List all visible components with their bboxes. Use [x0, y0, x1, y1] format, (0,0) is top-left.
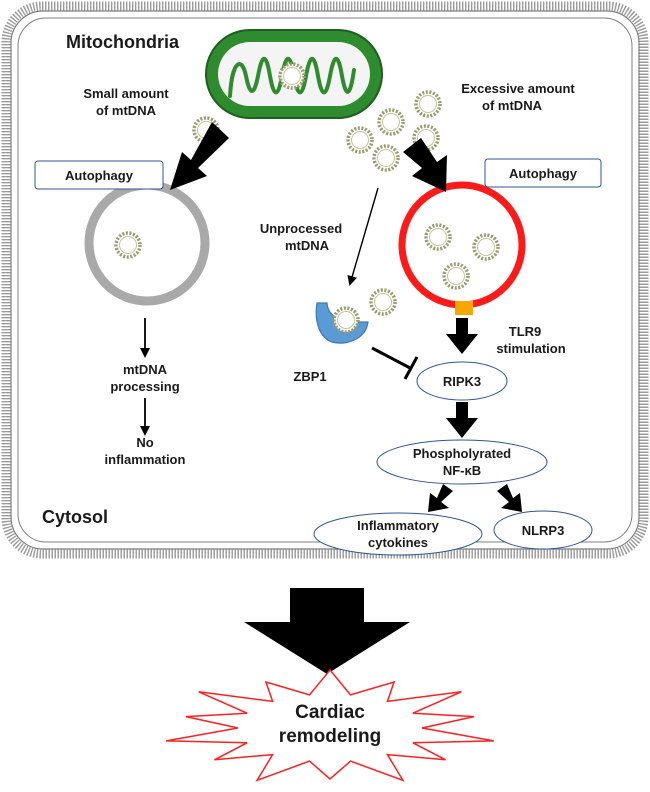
- ripk3-node: [416, 361, 508, 401]
- thick-arrow-to-left-autophagy: [170, 122, 229, 190]
- thick-arrow-to-right-autophagy: [403, 138, 447, 192]
- mtdna-particle: [332, 306, 360, 334]
- autophagy-left-label: Autophagy: [65, 168, 134, 183]
- mtdna-particle: [424, 223, 452, 251]
- mtdna-particle: [442, 262, 470, 290]
- cytosol-label: Cytosol: [42, 507, 108, 527]
- autophagy-right-label: Autophagy: [509, 166, 578, 181]
- autophagy-box-left: [34, 160, 164, 190]
- arrows: [140, 122, 522, 674]
- mtdna-particle: [414, 90, 442, 118]
- cytokines-label-line1: Inflammatory: [357, 518, 439, 533]
- cardiac-remodeling-starburst: [166, 668, 494, 782]
- thick-arrow-to-nlrp3: [497, 484, 522, 512]
- zbp1-label: ZBP1: [293, 369, 326, 384]
- tlr9-receptor: [455, 301, 473, 315]
- cytokines-node: [313, 512, 483, 556]
- cardiac-remodeling-label-line2: remodeling: [279, 726, 381, 747]
- autophagy-box-right: [484, 158, 602, 188]
- mtdna-particle: [369, 288, 397, 316]
- nlrp3-label: NLRP3: [522, 523, 565, 538]
- unprocessed-label-line1: Unprocessed: [260, 221, 342, 236]
- inhibition-bar: [403, 356, 419, 380]
- inhibition-line-zbp1-ripk3: [371, 346, 413, 371]
- thick-arrow-to-ripk3: [446, 318, 478, 354]
- thick-arrow-to-nfkb: [446, 402, 478, 438]
- mtdna-particle: [278, 62, 306, 90]
- nfkb-label-line2: NF-κB: [443, 463, 481, 478]
- no-inflammation-label-line1: No: [136, 435, 153, 450]
- thick-arrow-to-cytokines: [428, 484, 453, 512]
- no-inflammation-label-line2: inflammation: [105, 452, 186, 467]
- mtdna-particle: [472, 233, 500, 261]
- mtdna-processing-label-line1: mtDNA: [123, 362, 168, 377]
- autophagosome-left: [84, 180, 210, 306]
- mtdna-particle: [346, 126, 374, 154]
- tlr9-label-line2: stimulation: [496, 341, 565, 356]
- nfkb-node: [376, 439, 548, 485]
- small-amount-label-line2: of mtDNA: [96, 103, 157, 118]
- cytokines-label-line2: cytokines: [368, 535, 428, 550]
- mtdna-processing-label-line2: processing: [110, 379, 179, 394]
- unprocessed-label-line2: mtDNA: [285, 238, 330, 253]
- nlrp3-node: [493, 510, 593, 550]
- arrow-unprocessed-to-zbp1: [347, 187, 379, 286]
- cardiac-remodeling-label-line1: Cardiac: [295, 702, 365, 723]
- excessive-amount-label-line1: Excessive amount: [461, 81, 575, 96]
- mtdna-particle: [377, 108, 405, 136]
- small-amount-label-line1: Small amount: [83, 86, 169, 101]
- nfkb-label-line1: Phospholyrated: [413, 446, 511, 461]
- mtdna-particle: [372, 144, 400, 172]
- ripk3-label: RIPK3: [443, 374, 481, 389]
- mtdna-particle: [114, 231, 142, 259]
- excessive-amount-label-line2: of mtDNA: [482, 98, 543, 113]
- mitochondria-label: Mitochondria: [66, 32, 180, 52]
- tlr9-label-line1: TLR9: [509, 324, 542, 339]
- big-arrow-to-cardiac-remodeling: [244, 588, 410, 674]
